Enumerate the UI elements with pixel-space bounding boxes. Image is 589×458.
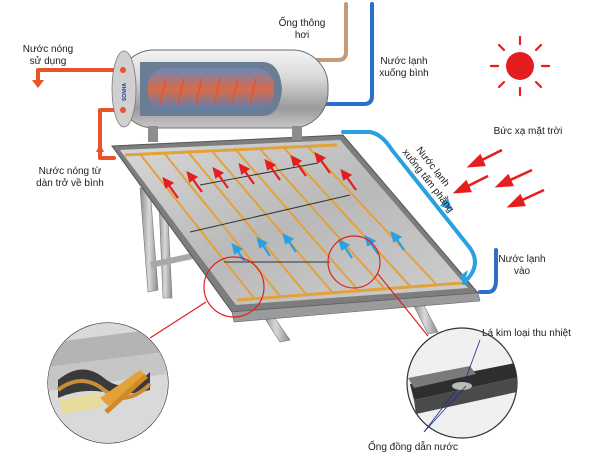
pipes: [36, 2, 498, 294]
hot-return-pipe: [98, 108, 124, 160]
label-cold-down-1: Nước lạnh: [380, 56, 427, 67]
cold-down-pipe: [316, 2, 374, 106]
label-copper-tube: Ống đồng dẫn nước: [368, 439, 458, 453]
detail-left: [47, 322, 169, 444]
brand-logo: SONHA: [122, 83, 128, 101]
radiation-arrows: [452, 148, 545, 208]
flow-arrows: [32, 80, 468, 284]
detail-right: [406, 327, 518, 439]
callout-circles: [149, 235, 429, 339]
cold-to-panel-pipe: [341, 130, 477, 285]
hot-out-pipe: [36, 68, 124, 82]
label-absorber-fin: Lá kim loại thu nhiệt: [482, 328, 571, 339]
label-hot-in-1: Nước nóng từ: [39, 166, 102, 177]
sun-icon: [489, 35, 551, 97]
label-cold-in-2: vào: [514, 266, 531, 277]
storage-tank: SONHA: [111, 49, 329, 142]
label-cold-down-2: xuống bình: [379, 67, 429, 79]
label-hot-out-1: Nước nóng: [23, 44, 74, 55]
vent-pipe: [313, 2, 348, 62]
cold-in-pipe: [478, 248, 498, 294]
label-vent-2: hơi: [295, 30, 309, 41]
flat-plate-collector: [111, 134, 481, 323]
label-cold-in-1: Nước lạnh: [498, 254, 545, 265]
label-hot-out-2: sử dụng: [30, 55, 67, 67]
label-hot-in-2: dàn trở về bình: [36, 177, 104, 189]
label-vent-1: Ống thông: [279, 15, 326, 29]
label-sun-radiation: Bức xạ mặt trời: [494, 126, 563, 137]
